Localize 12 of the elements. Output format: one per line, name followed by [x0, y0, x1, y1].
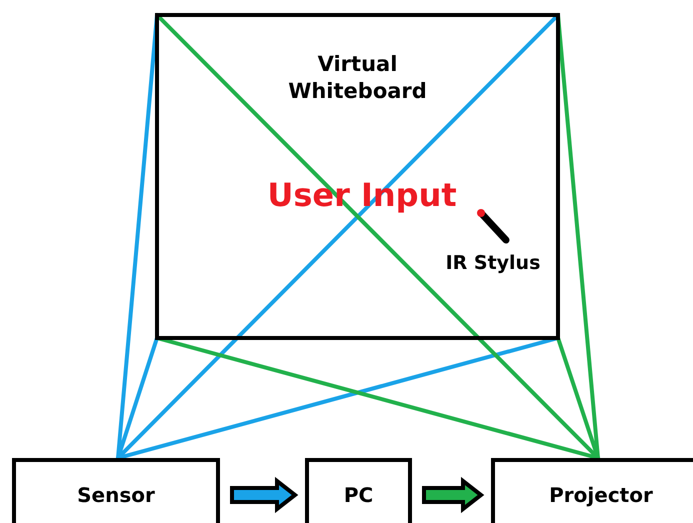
- device-box: [12, 458, 220, 523]
- block-arrow: [422, 476, 484, 514]
- device-box: [305, 458, 412, 523]
- block-arrow: [230, 476, 298, 514]
- whiteboard-frame: [155, 13, 560, 340]
- whiteboard-title: Virtual Whiteboard: [287, 51, 428, 106]
- device-label: Sensor: [77, 482, 155, 508]
- device-label: PC: [344, 482, 374, 508]
- device-box: [491, 458, 693, 523]
- sight-line: [556, 336, 600, 460]
- device-label: Projector: [549, 482, 653, 508]
- stylus-label: IR Stylus: [446, 251, 540, 276]
